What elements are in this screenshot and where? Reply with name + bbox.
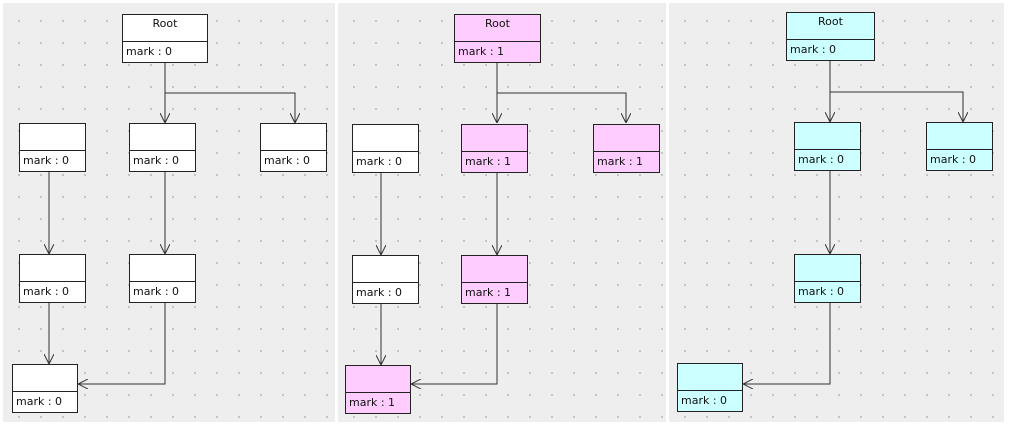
- node-title: [346, 366, 410, 393]
- node-title: Root: [787, 13, 874, 40]
- node-attribute: mark : 0: [264, 154, 311, 167]
- node-title: [130, 255, 195, 282]
- node-title: [795, 123, 860, 150]
- node-title: [130, 124, 195, 151]
- node-c1[interactable]: mark : 0: [12, 364, 78, 413]
- node-title: [353, 125, 418, 152]
- node-attribute: mark : 1: [465, 286, 512, 299]
- node-title: Root: [123, 15, 207, 42]
- node-b2[interactable]: mark : 1: [461, 255, 528, 304]
- diagram-panel-2: Root mark : 1 mark : 0 mark : 1 mark : 1…: [338, 3, 666, 422]
- node-a3[interactable]: mark : 0: [926, 122, 993, 171]
- node-title: [795, 255, 860, 282]
- node-attribute: mark : 0: [681, 394, 728, 407]
- node-title: [13, 365, 77, 392]
- edge-root-to-a3: [830, 91, 963, 122]
- node-title: [594, 125, 659, 152]
- node-attribute: mark : 0: [798, 285, 845, 298]
- edge-b2-to-c1: [743, 303, 831, 384]
- edge-b2-to-c1: [78, 303, 166, 384]
- node-title: Root: [455, 15, 540, 42]
- node-attribute: mark : 0: [356, 155, 403, 168]
- node-a2[interactable]: mark : 1: [461, 124, 528, 173]
- node-attribute: mark : 0: [356, 286, 403, 299]
- node-attribute: mark : 1: [458, 45, 505, 58]
- node-attribute: mark : 0: [930, 153, 977, 166]
- node-b2[interactable]: mark : 0: [794, 254, 861, 303]
- node-attribute: mark : 0: [133, 154, 180, 167]
- diagram-panel-3: Root mark : 0 mark : 0 mark : 0 mark : 0…: [669, 3, 1004, 422]
- node-b2[interactable]: mark : 0: [129, 254, 196, 303]
- node-attribute: mark : 0: [23, 154, 70, 167]
- node-title: [261, 124, 326, 151]
- node-title: [462, 125, 527, 152]
- node-attribute: mark : 1: [349, 396, 396, 409]
- node-attribute: mark : 1: [597, 155, 644, 168]
- edges-diagram-2: [338, 63, 666, 422]
- node-a1[interactable]: mark : 0: [19, 123, 86, 172]
- node-a1[interactable]: mark : 0: [352, 124, 419, 173]
- node-title: [678, 364, 742, 391]
- node-root[interactable]: Root mark : 0: [122, 14, 208, 63]
- node-title: [353, 256, 418, 283]
- edges-diagram-1: [3, 63, 335, 422]
- node-title: [20, 255, 85, 282]
- node-c1[interactable]: mark : 0: [677, 363, 743, 412]
- node-a3[interactable]: mark : 0: [260, 123, 327, 172]
- node-attribute: mark : 0: [126, 45, 173, 58]
- node-attribute: mark : 0: [790, 43, 837, 56]
- node-root[interactable]: Root mark : 1: [454, 14, 541, 63]
- edge-root-to-a3: [497, 92, 626, 123]
- node-attribute: mark : 0: [16, 395, 63, 408]
- node-a2[interactable]: mark : 0: [794, 122, 861, 171]
- node-title: [462, 256, 527, 283]
- diagram-panel-1: Root mark : 0 mark : 0 mark : 0 mark : 0…: [3, 3, 335, 422]
- node-title: [927, 123, 992, 150]
- node-a3[interactable]: mark : 1: [593, 124, 660, 173]
- node-attribute: mark : 0: [798, 153, 845, 166]
- node-root[interactable]: Root mark : 0: [786, 12, 875, 61]
- edges-diagram-3: [743, 61, 1004, 422]
- edge-b2-to-c1: [411, 304, 498, 384]
- node-attribute: mark : 0: [133, 285, 180, 298]
- node-a2[interactable]: mark : 0: [129, 123, 196, 172]
- node-b1[interactable]: mark : 0: [19, 254, 86, 303]
- node-attribute: mark : 0: [23, 285, 70, 298]
- node-title: [20, 124, 85, 151]
- edge-root-to-a3: [165, 92, 295, 123]
- node-b1[interactable]: mark : 0: [352, 255, 419, 304]
- node-attribute: mark : 1: [465, 155, 512, 168]
- node-c1[interactable]: mark : 1: [345, 365, 411, 414]
